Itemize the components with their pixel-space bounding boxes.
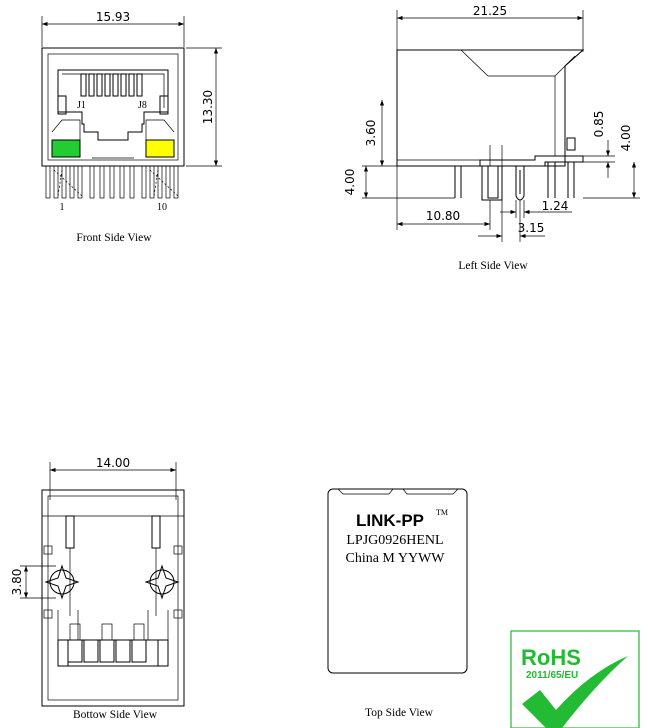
front-width-dim: 15.93 — [96, 10, 130, 24]
top-side-view: LINK-PP TM LPJG0926HENL China M YYWW Top… — [327, 488, 468, 719]
top-view-caption: Top Side View — [365, 707, 434, 719]
rohs-directive: 2011/65/EU — [526, 670, 578, 681]
pin-label-1: 1 — [60, 202, 65, 213]
part-number-label: LPJG0926HENL — [346, 533, 443, 548]
jack-label-j8: J8 — [138, 100, 147, 111]
front-view-caption: Front Side View — [76, 232, 152, 244]
front-height-dim: 13.30 — [201, 90, 215, 124]
led-green — [51, 139, 81, 158]
left-height-dim-b: 4.00 — [343, 169, 357, 196]
rohs-title: RoHS — [521, 645, 581, 670]
left-height-dim-c: 4.00 — [619, 125, 633, 152]
bottom-view-caption: Bottow Side View — [73, 709, 158, 721]
front-side-view: 15.93 13.30 J1 J8 — [41, 10, 222, 244]
left-height-dim-a: 3.60 — [364, 120, 378, 147]
left-pin-dim: 1.24 — [542, 199, 569, 213]
left-pitch-dim: 3.15 — [518, 221, 545, 235]
led-yellow — [145, 139, 175, 158]
left-side-view: 21.25 3.60 4.00 0.85 4.00 — [343, 4, 640, 272]
front-pins — [45, 165, 179, 199]
bottom-pins — [57, 610, 169, 667]
left-offset-dim: 0.85 — [592, 111, 606, 138]
trademark-label: TM — [436, 508, 448, 517]
mount-hole-left — [44, 564, 80, 600]
origin-label: China M YYWW — [345, 551, 445, 566]
rohs-border — [510, 630, 640, 728]
left-length-dim: 21.25 — [473, 4, 507, 18]
bottom-width-dim: 14.00 — [96, 456, 130, 470]
bottom-side-view: 14.00 3.80 — [10, 456, 185, 721]
left-depth-dim: 10.80 — [426, 209, 460, 223]
bottom-hole-dim: 3.80 — [10, 569, 24, 596]
left-view-caption: Left Side View — [458, 260, 528, 272]
check-mark-icon — [522, 656, 628, 728]
jack-label-j1: J1 — [77, 100, 86, 111]
jack-contacts — [80, 73, 143, 97]
pin-label-10: 10 — [157, 202, 167, 213]
mount-hole-right — [144, 564, 180, 600]
brand-label: LINK-PP — [356, 511, 424, 530]
rohs-badge: RoHS 2011/65/EU — [510, 630, 640, 728]
